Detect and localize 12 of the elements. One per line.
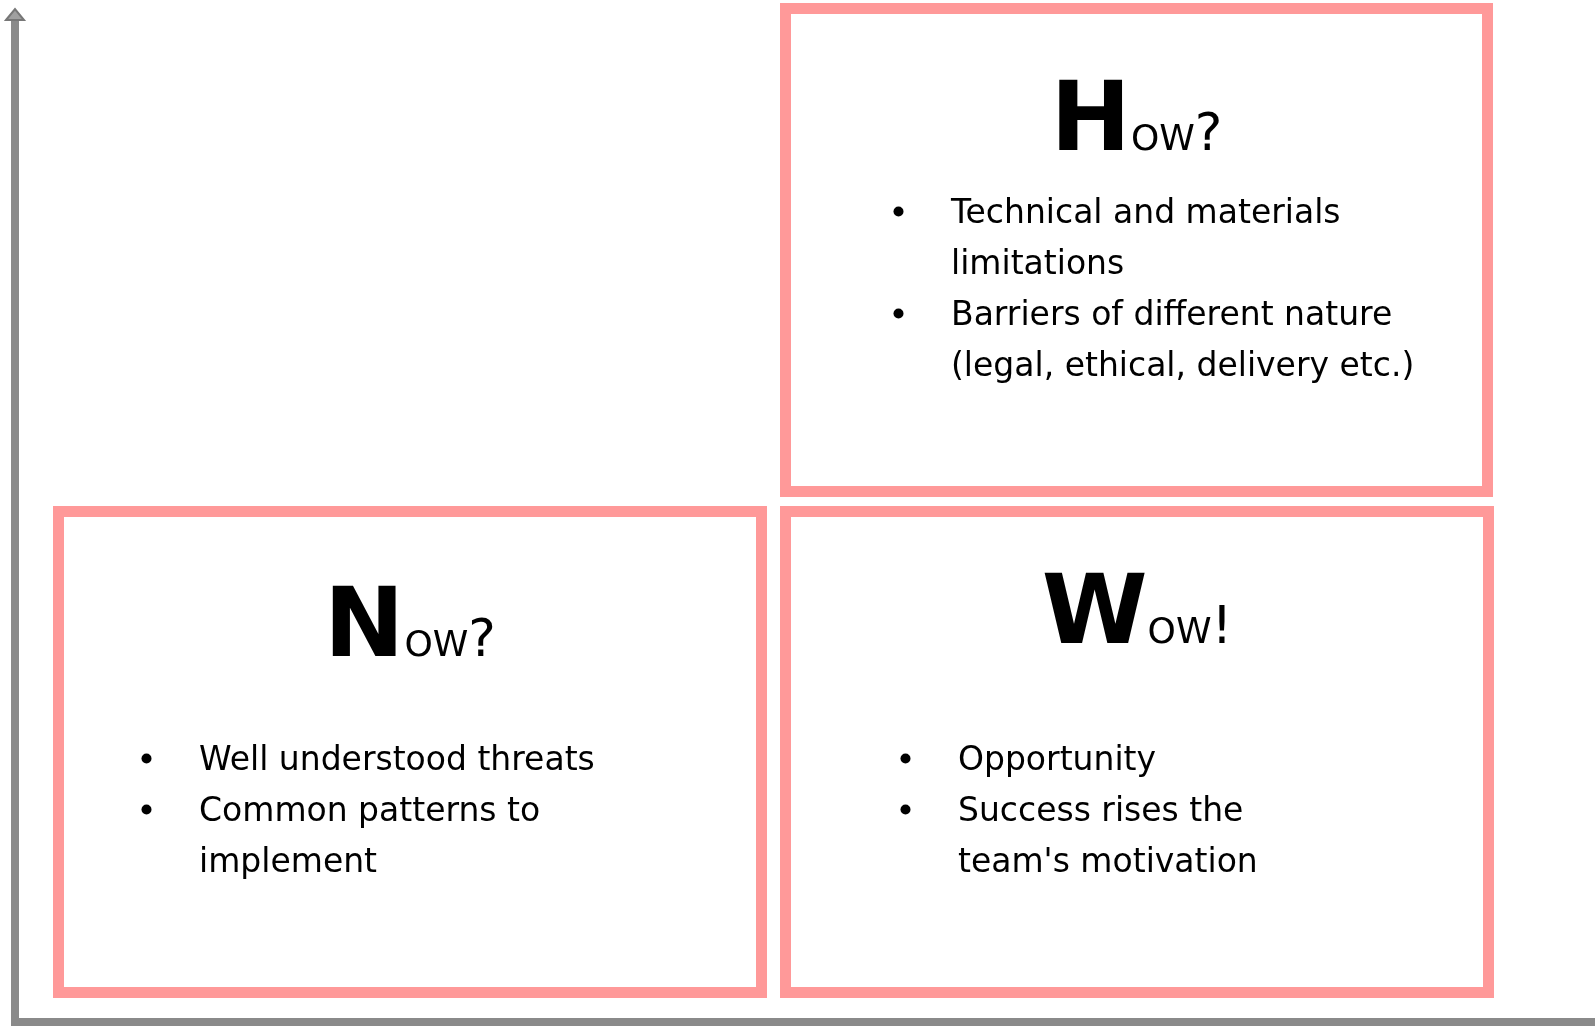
quadrant-box (53, 506, 767, 998)
bullet-item: Opportunity (958, 733, 1283, 784)
quadrant-box (780, 506, 1494, 998)
bullet-item: Technical and materials limitations (951, 186, 1442, 288)
quadrant-heading: Now? (323, 575, 497, 671)
bullet-item: Common patterns to implement (199, 784, 716, 886)
bullet-item: Well understood threats (199, 733, 716, 784)
bullet-item: Barriers of different nature (legal, ethical, delivery etc.) (951, 288, 1442, 390)
quadrant-heading: How? (1049, 69, 1224, 165)
quadrant-box (780, 3, 1493, 497)
bullet-item: Success rises the team's motivation (958, 784, 1283, 886)
quadrant-heading: Wow! (1040, 562, 1234, 658)
